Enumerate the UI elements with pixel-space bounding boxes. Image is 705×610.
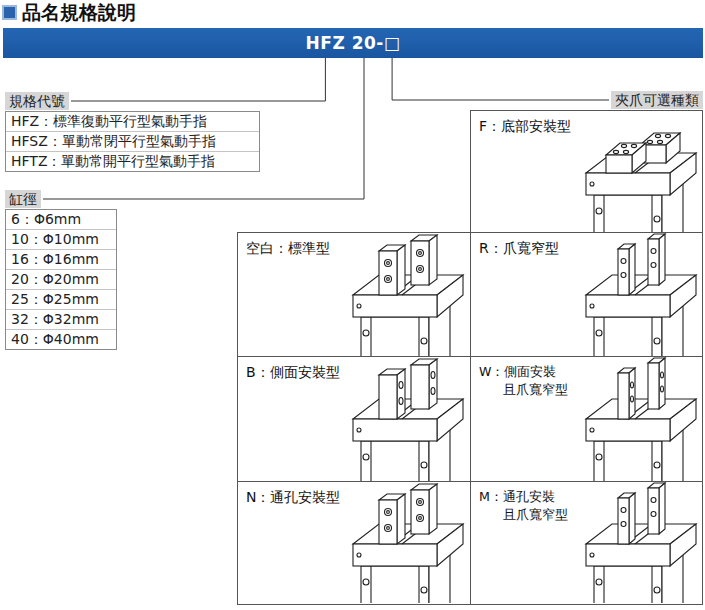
gripper-picture [353,235,463,367]
jaw-narrow [618,244,635,295]
gripper-picture [586,358,696,491]
gripper-picture [353,359,463,491]
section-heading: 缸徑 [5,190,41,208]
table-row: HFZ：標準復動平行型氣動手指 [6,112,259,131]
type-label: R：爪寬窄型 [479,239,559,257]
gripper-picture [586,133,696,245]
model-code: HFZ 20-□ [306,33,401,53]
section-heading: 規格代號 [5,92,69,110]
table-row: 40：Φ40mm [6,329,116,349]
jaw-side-narrow [648,358,665,409]
type-label: 空白：標準型 [246,239,330,257]
page-title: 品名規格說明 [22,0,136,24]
jaw-standard [379,494,405,544]
gripper-picture [586,234,696,367]
table-row: HFSZ：單動常閉平行型氣動手指 [6,131,259,151]
jaw-type-cell: N：通孔安裝型 [237,481,471,605]
jaw-type-panel: 夾爪可選種類 F：底部安裝型空白：標準型 R：爪寬窄型 B：側面安裝型 W：側面安裝 且… [237,91,703,605]
table-row: 25：Φ25mm [6,289,116,309]
leader-line [71,58,325,101]
table-row: 20：Φ20mm [6,269,116,289]
icon-square [3,6,16,19]
jaw-standard [411,235,437,285]
type-label: N：通孔安裝型 [246,488,340,506]
gripper-body [353,399,463,491]
jaw-standard [411,484,437,534]
jaw-narrow [648,483,665,534]
type-label: W：側面安裝 且爪寬窄型 [479,363,613,399]
gripper-body [586,524,696,610]
jaw-type-cell: 空白：標準型 [237,232,471,357]
table-row: 16：Φ16mm [6,249,116,269]
jaw-side-narrow [618,368,635,419]
table-row: HFTZ：單動常開平行型氣動手指 [6,151,259,171]
jaw-type-cell: M：通孔安裝 且爪寬窄型 [470,481,703,605]
jaw-narrow [648,234,665,285]
jaw-type-cell: B：側面安裝型 [237,356,471,482]
jaw-narrow [618,493,635,544]
type-label: M：通孔安裝 且爪寬窄型 [479,488,613,524]
section-heading: 夾爪可選種類 [611,91,703,109]
gripper-body [353,524,463,610]
table-row: 10：Φ10mm [6,229,116,249]
gripper-body [353,275,463,367]
gripper-picture [353,484,463,610]
jaw-side-mount [411,359,437,409]
gripper-body [586,275,696,367]
type-label: F：底部安裝型 [479,117,571,135]
type-label: B：側面安裝型 [246,363,340,381]
gripper-body [586,399,696,491]
option-list: 缸徑6：Φ6mm10：Φ10mm16：Φ16mm20：Φ20mm25：Φ25mm… [5,189,117,350]
table-row: 32：Φ32mm [6,309,116,329]
option-list: 規格代號HFZ：標準復動平行型氣動手指HFSZ：單動常閉平行型氣動手指HFTZ：… [5,91,260,172]
table-row: 6：Φ6mm [6,210,116,229]
option-table: HFZ：標準復動平行型氣動手指HFSZ：單動常閉平行型氣動手指HFTZ：單動常開… [5,111,260,172]
jaw-type-cell: W：側面安裝 且爪寬窄型 [470,356,703,482]
option-table: 6：Φ6mm10：Φ10mm16：Φ16mm20：Φ20mm25：Φ25mm32… [5,209,117,350]
jaw-type-cell: R：爪寬窄型 [470,232,703,357]
jaw-standard [379,245,405,295]
model-code-band: HFZ 20-□ [3,28,703,58]
gripper-picture [586,483,696,610]
jaw-bottom-mount [606,143,646,173]
jaw-side-mount [379,369,405,419]
leader-line [392,58,609,100]
title-icon [3,6,16,19]
jaw-type-cell: F：底部安裝型 [470,110,703,233]
